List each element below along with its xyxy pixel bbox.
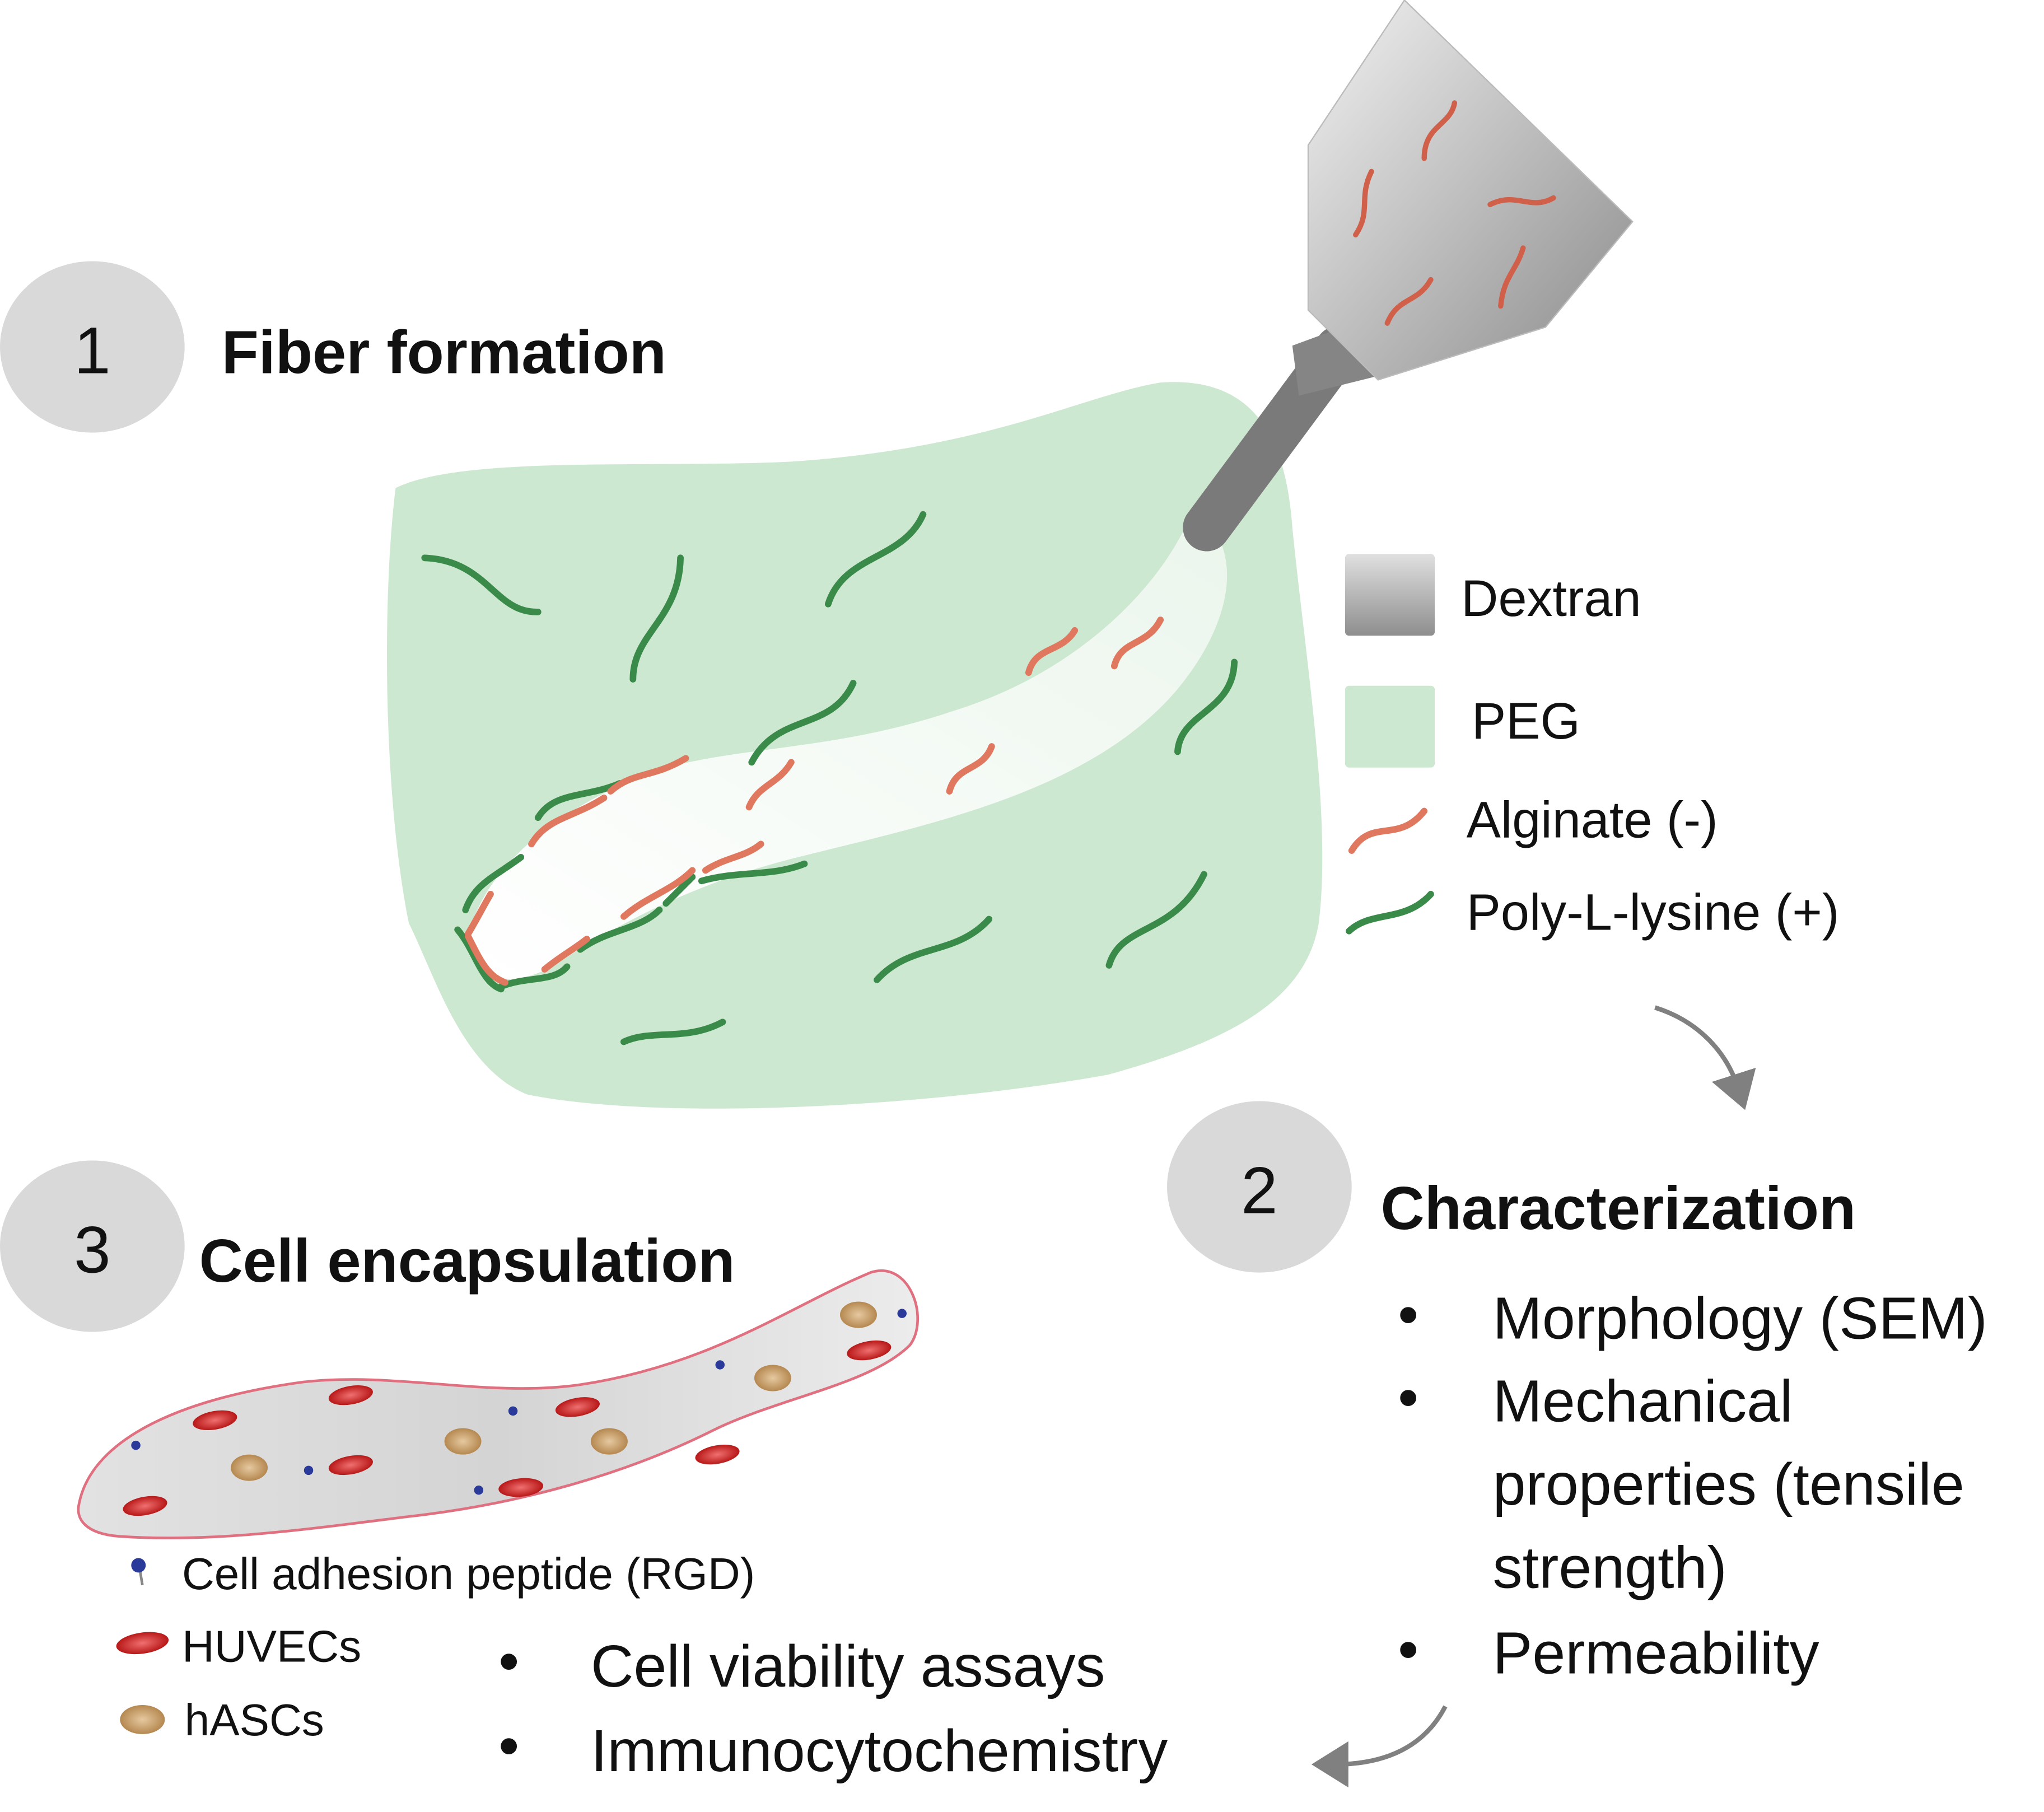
dextran-nozzle [1183,0,1634,552]
legend-huvec: HUVECs [182,1621,361,1671]
cell-legend: Cell adhesion peptide (RGD) HUVECs hASCs [116,1549,755,1745]
assay-list: • Cell viability assays • Immunocytochem… [498,1628,1168,1784]
alginate-swatch [1348,807,1428,854]
legend-dextran: Dextran [1461,570,1641,627]
hasc-icon [120,1705,165,1734]
peg-swatch [1345,685,1435,768]
step-2-badge [1167,1101,1352,1273]
list-item: Morphology (SEM) [1493,1285,1987,1351]
alginate-strands [465,617,1164,986]
materials-legend: Dextran PEG Alginate (-) Poly-L-lysine (… [1345,554,1840,941]
hasc-cell [231,1301,877,1481]
step-1-badge [0,261,185,433]
dextran-swatch [1345,554,1435,636]
pll-swatch [1346,890,1434,935]
step-2-number: 2 [1241,1153,1277,1227]
list-item: Immunocytochemistry [591,1718,1168,1784]
step-1: 1 Fiber formation [0,261,666,433]
step-3: 3 Cell encapsulation [0,1160,1168,1784]
bullet: • [1398,1365,1418,1431]
step-2-title: Characterization [1381,1174,1856,1242]
arrow-to-step-2 [1654,1005,1756,1110]
forming-fiber [470,507,1228,979]
step-3-number: 3 [74,1213,110,1287]
characterization-list: • Morphology (SEM) • Mechanical properti… [1398,1281,1987,1686]
list-item: Mechanical [1493,1369,1793,1435]
bullet: • [498,1712,519,1778]
pll-strands [421,511,1238,1045]
step-3-badge [0,1160,185,1332]
legend-pll: Poly-L-lysine (+) [1467,884,1840,941]
step-2: 2 Characterization • Morphology (SEM) • … [1167,1101,1987,1687]
huvec-cell [123,1340,892,1516]
rgd-icon [131,1558,146,1586]
encapsulated-cells [123,1301,907,1516]
legend-rgd: Cell adhesion peptide (RGD) [182,1549,755,1599]
legend-hasc: hASCs [185,1695,324,1745]
list-item: properties (tensile [1493,1451,1964,1517]
bullet: • [1398,1616,1418,1682]
bullet: • [498,1628,519,1694]
bullet: • [1398,1281,1418,1347]
legend-alginate: Alginate (-) [1467,792,1718,849]
arrow-to-step-3 [1311,1705,1448,1788]
step-1-number: 1 [74,314,110,387]
list-item: Cell viability assays [591,1633,1105,1699]
step-3-title: Cell encapsulation [199,1227,735,1295]
huvec-icon [116,1632,169,1655]
list-item: Permeability [1493,1620,1819,1687]
step-1-title: Fiber formation [222,319,666,386]
legend-peg: PEG [1472,693,1580,750]
list-item: strength) [1493,1534,1727,1600]
rgd-peptide [131,1309,907,1495]
cell-laden-fiber [77,1269,919,1540]
